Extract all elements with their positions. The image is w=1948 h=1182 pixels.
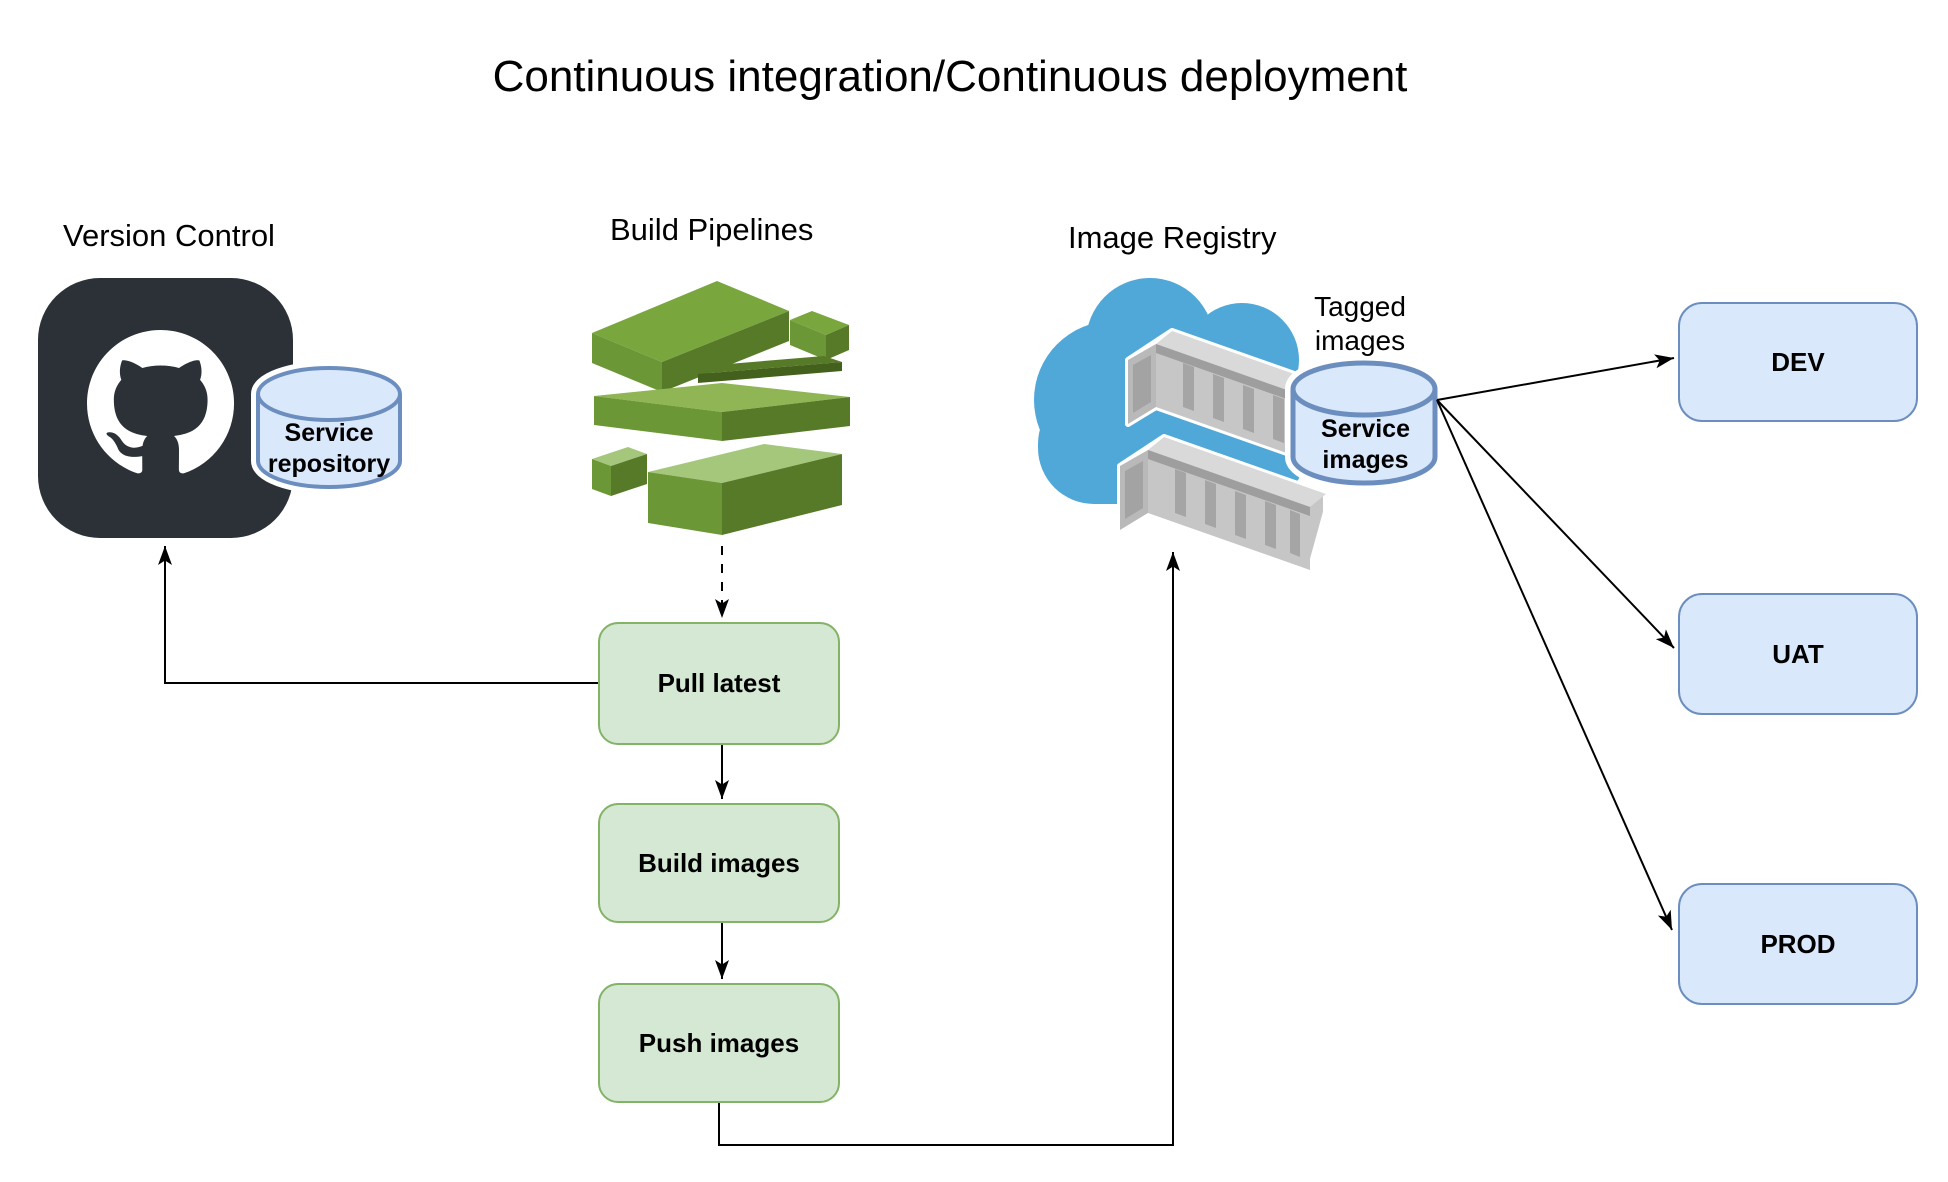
- service-images-cylinder: [1285, 355, 1443, 491]
- service-images-label: Service images: [1321, 415, 1410, 474]
- service-repository-cylinder: [251, 361, 407, 494]
- image-registry-label: Image Registry: [1068, 220, 1277, 255]
- tagged-images-label: Tagged images: [1314, 291, 1406, 356]
- build-pipelines-label: Build Pipelines: [610, 212, 814, 247]
- service-repository-label: Service repository: [267, 419, 391, 478]
- environment-dev: DEV: [1678, 302, 1918, 422]
- arrow-push-images-to-registry: [718, 552, 1180, 1146]
- arrow-images-to-uat: [1436, 399, 1675, 649]
- pipeline-step-build-images: Build images: [598, 803, 840, 923]
- environment-prod: PROD: [1678, 883, 1918, 1005]
- arrow-pull-latest-to-version-control: [158, 546, 598, 684]
- version-control-label: Version Control: [63, 218, 275, 253]
- diagram-title: Continuous integration/Continuous deploy…: [492, 52, 1408, 101]
- shipping-containers-icon: [1117, 328, 1337, 573]
- connectors: [158, 354, 1675, 1146]
- github-octocat-icon: [38, 278, 293, 538]
- pipeline-step-push-images: Push images: [598, 983, 840, 1103]
- arrow-images-to-prod: [1436, 399, 1673, 931]
- environment-label: DEV: [1771, 346, 1825, 377]
- pipeline-step-pull-latest: Pull latest: [598, 622, 840, 745]
- pipeline-step-label: Pull latest: [657, 668, 781, 698]
- environment-uat: UAT: [1678, 593, 1918, 715]
- environment-label: UAT: [1772, 638, 1824, 669]
- stacked-layers-icon: [592, 281, 850, 535]
- environment-label: PROD: [1760, 928, 1836, 959]
- pipeline-step-label: Push images: [638, 1027, 800, 1058]
- pipeline-step-label: Build images: [638, 847, 800, 878]
- arrow-images-to-dev: [1436, 354, 1675, 401]
